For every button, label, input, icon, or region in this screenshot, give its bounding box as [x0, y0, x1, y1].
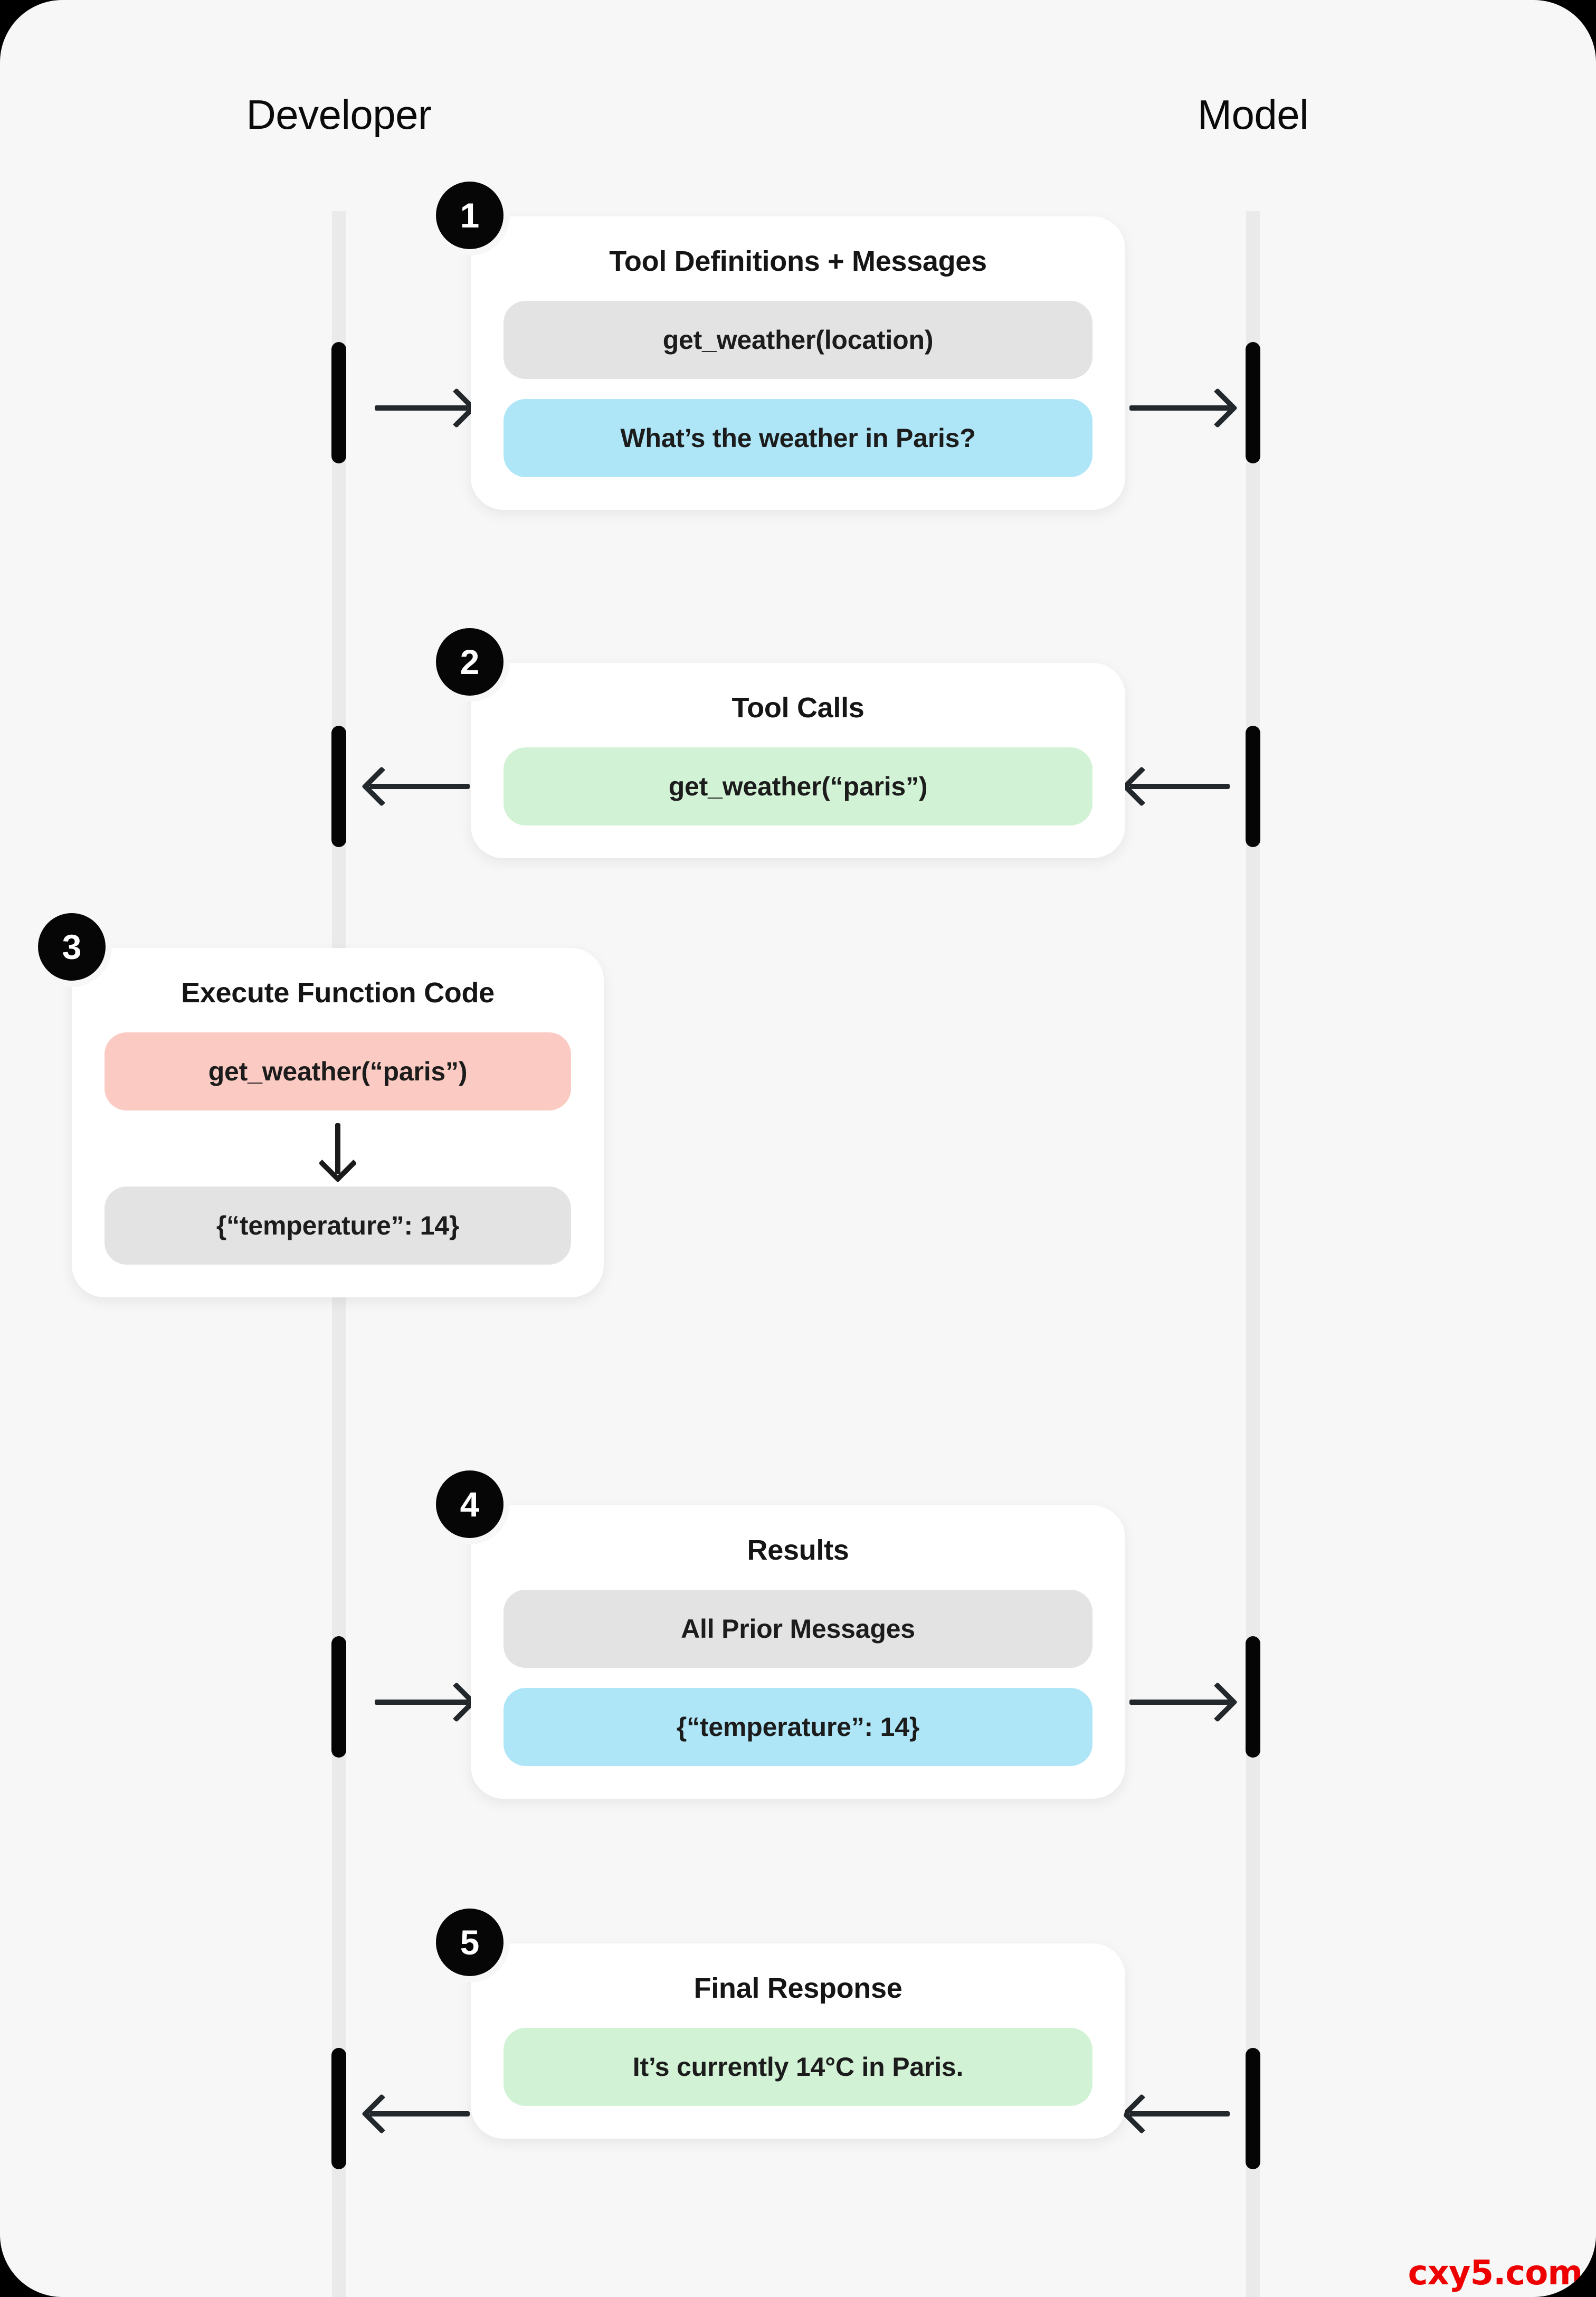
lifeline-model	[1246, 211, 1260, 2297]
step-badge-1: 1	[436, 182, 504, 249]
activation-bar-developer-step2	[331, 726, 346, 847]
column-header-model: Model	[1198, 91, 1308, 138]
step-card-3-pill-function-result: {“temperature”: 14}	[104, 1187, 571, 1265]
column-header-developer: Developer	[246, 91, 432, 138]
step-card-2[interactable]: Tool Calls get_weather(“paris”)	[471, 663, 1125, 858]
arrow-step4-card-to-model	[1129, 1700, 1230, 1705]
arrow-step2-model-to-developer	[369, 784, 470, 789]
step-badge-2: 2	[436, 628, 504, 696]
step-badge-4: 4	[436, 1470, 504, 1538]
step-card-5-title: Final Response	[694, 1972, 902, 2004]
step-card-2-pill-tool-call: get_weather(“paris”)	[504, 747, 1092, 825]
step-card-4-title: Results	[747, 1534, 849, 1566]
activation-bar-developer-step1	[331, 342, 346, 463]
arrow-step5-card-to-model-line	[1129, 2111, 1230, 2116]
step-card-5-pill-final-answer: It’s currently 14°C in Paris.	[504, 2028, 1092, 2106]
step-badge-2-label: 2	[460, 642, 480, 681]
down-arrow-icon	[335, 1123, 340, 1174]
watermark-label: cxy5.com	[1408, 2254, 1583, 2293]
step-card-1-pill-tool-definition: get_weather(location)	[504, 301, 1092, 379]
step-card-3-pill-function-call: get_weather(“paris”)	[104, 1032, 571, 1110]
step-badge-5-label: 5	[460, 1923, 480, 1962]
step-card-1-pill-user-message: What’s the weather in Paris?	[504, 399, 1092, 477]
activation-bar-model-step2	[1246, 726, 1260, 847]
activation-bar-model-step1	[1246, 342, 1260, 463]
step-badge-4-label: 4	[460, 1485, 480, 1524]
step-badge-5: 5	[436, 1909, 504, 1976]
step-card-5[interactable]: Final Response It’s currently 14°C in Pa…	[471, 1943, 1125, 2139]
activation-bar-model-step4	[1246, 1636, 1260, 1758]
step-card-3[interactable]: Execute Function Code get_weather(“paris…	[72, 948, 604, 1297]
activation-bar-model-step5	[1246, 2048, 1260, 2169]
step-card-4[interactable]: Results All Prior Messages {“temperature…	[471, 1505, 1125, 1799]
step-card-3-title: Execute Function Code	[181, 977, 495, 1009]
arrow-step4-developer-to-model	[375, 1700, 469, 1705]
step-badge-3: 3	[38, 913, 106, 981]
step-badge-3-label: 3	[62, 927, 82, 966]
step-card-1[interactable]: Tool Definitions + Messages get_weather(…	[471, 216, 1125, 510]
activation-bar-developer-step5	[331, 2048, 346, 2169]
arrow-step1-developer-to-model	[375, 405, 469, 411]
arrow-step5-model-to-developer	[369, 2111, 470, 2116]
arrow-step1-card-to-model	[1129, 405, 1230, 411]
step-badge-1-label: 1	[460, 196, 480, 235]
step-card-2-title: Tool Calls	[732, 692, 864, 724]
step-card-4-pill-tool-result: {“temperature”: 14}	[504, 1688, 1092, 1766]
arrow-step2-card-to-model-line	[1129, 784, 1230, 789]
activation-bar-developer-step4	[331, 1636, 346, 1758]
step-card-1-title: Tool Definitions + Messages	[609, 245, 987, 277]
step-card-4-pill-prior-messages: All Prior Messages	[504, 1590, 1092, 1668]
